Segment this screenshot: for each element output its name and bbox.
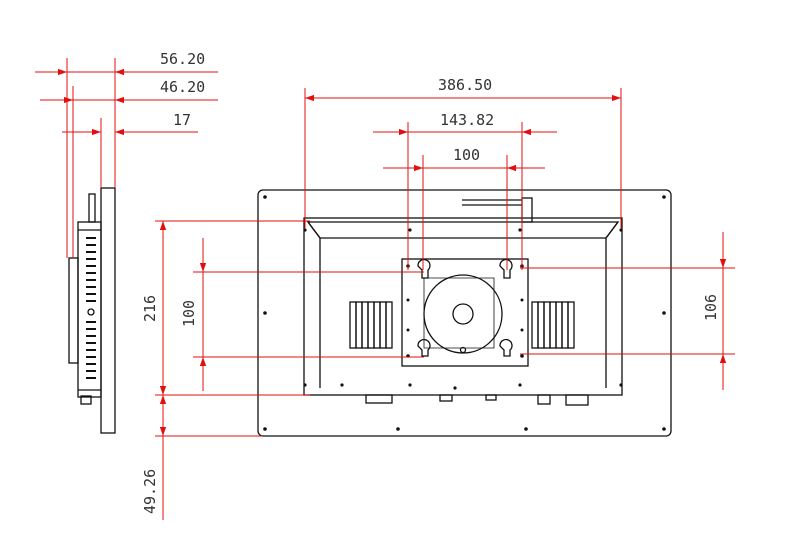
mount-plate-inner bbox=[423, 277, 495, 349]
left-vent bbox=[349, 301, 393, 349]
connector-4 bbox=[537, 394, 551, 405]
mount-ring bbox=[423, 274, 503, 354]
dim-body-depth-label: 46.20 bbox=[160, 78, 205, 96]
dim-overall-depth-label: 56.20 bbox=[160, 50, 205, 68]
vesa-mount-plate bbox=[401, 258, 529, 367]
housing-chamfer-right bbox=[605, 221, 619, 239]
dim-bottom-offset-label: 49.26 bbox=[141, 469, 159, 514]
dim-vesa-vertical-label: 100 bbox=[180, 300, 198, 327]
keyhole-bottom-left bbox=[417, 338, 431, 357]
keyhole-top-right bbox=[499, 258, 513, 279]
antenna bbox=[462, 197, 533, 223]
side-connector bbox=[80, 395, 92, 405]
side-antenna bbox=[88, 193, 96, 223]
connector-2 bbox=[439, 394, 453, 402]
rear-housing bbox=[303, 217, 623, 396]
bezel-screws bbox=[263, 195, 666, 431]
dim-hole-span-outer-label: 143.82 bbox=[440, 111, 494, 129]
side-bezel bbox=[100, 187, 116, 434]
dim-right-vertical-label: 106 bbox=[702, 294, 720, 321]
mount-bottom-pin bbox=[459, 346, 467, 354]
dim-bezel-depth-label: 17 bbox=[173, 111, 191, 129]
side-dimensions bbox=[35, 58, 218, 258]
keyhole-top-left bbox=[417, 258, 431, 279]
dim-frame-width-label: 386.50 bbox=[438, 76, 492, 94]
connector-5 bbox=[565, 394, 589, 406]
bottom-connectors bbox=[365, 394, 589, 406]
housing-chamfer-left bbox=[307, 221, 321, 239]
outer-bezel bbox=[257, 189, 672, 437]
dim-hole-span-inner-label: 100 bbox=[453, 146, 480, 164]
mount-plate-outline bbox=[401, 258, 529, 367]
keyhole-bottom-right bbox=[499, 338, 513, 357]
side-vent-slots bbox=[86, 237, 96, 379]
right-vent bbox=[531, 301, 575, 349]
connector-3 bbox=[485, 394, 497, 401]
mount-center-hole bbox=[452, 303, 474, 325]
side-mount-plate bbox=[68, 257, 79, 364]
side-screw bbox=[87, 308, 95, 316]
rear-dimensions bbox=[155, 88, 735, 520]
rear-view bbox=[257, 189, 672, 437]
connector-1 bbox=[365, 394, 393, 404]
dim-frame-height-label: 216 bbox=[141, 295, 159, 322]
side-view bbox=[68, 187, 116, 434]
housing-top-chamfer bbox=[306, 221, 620, 239]
